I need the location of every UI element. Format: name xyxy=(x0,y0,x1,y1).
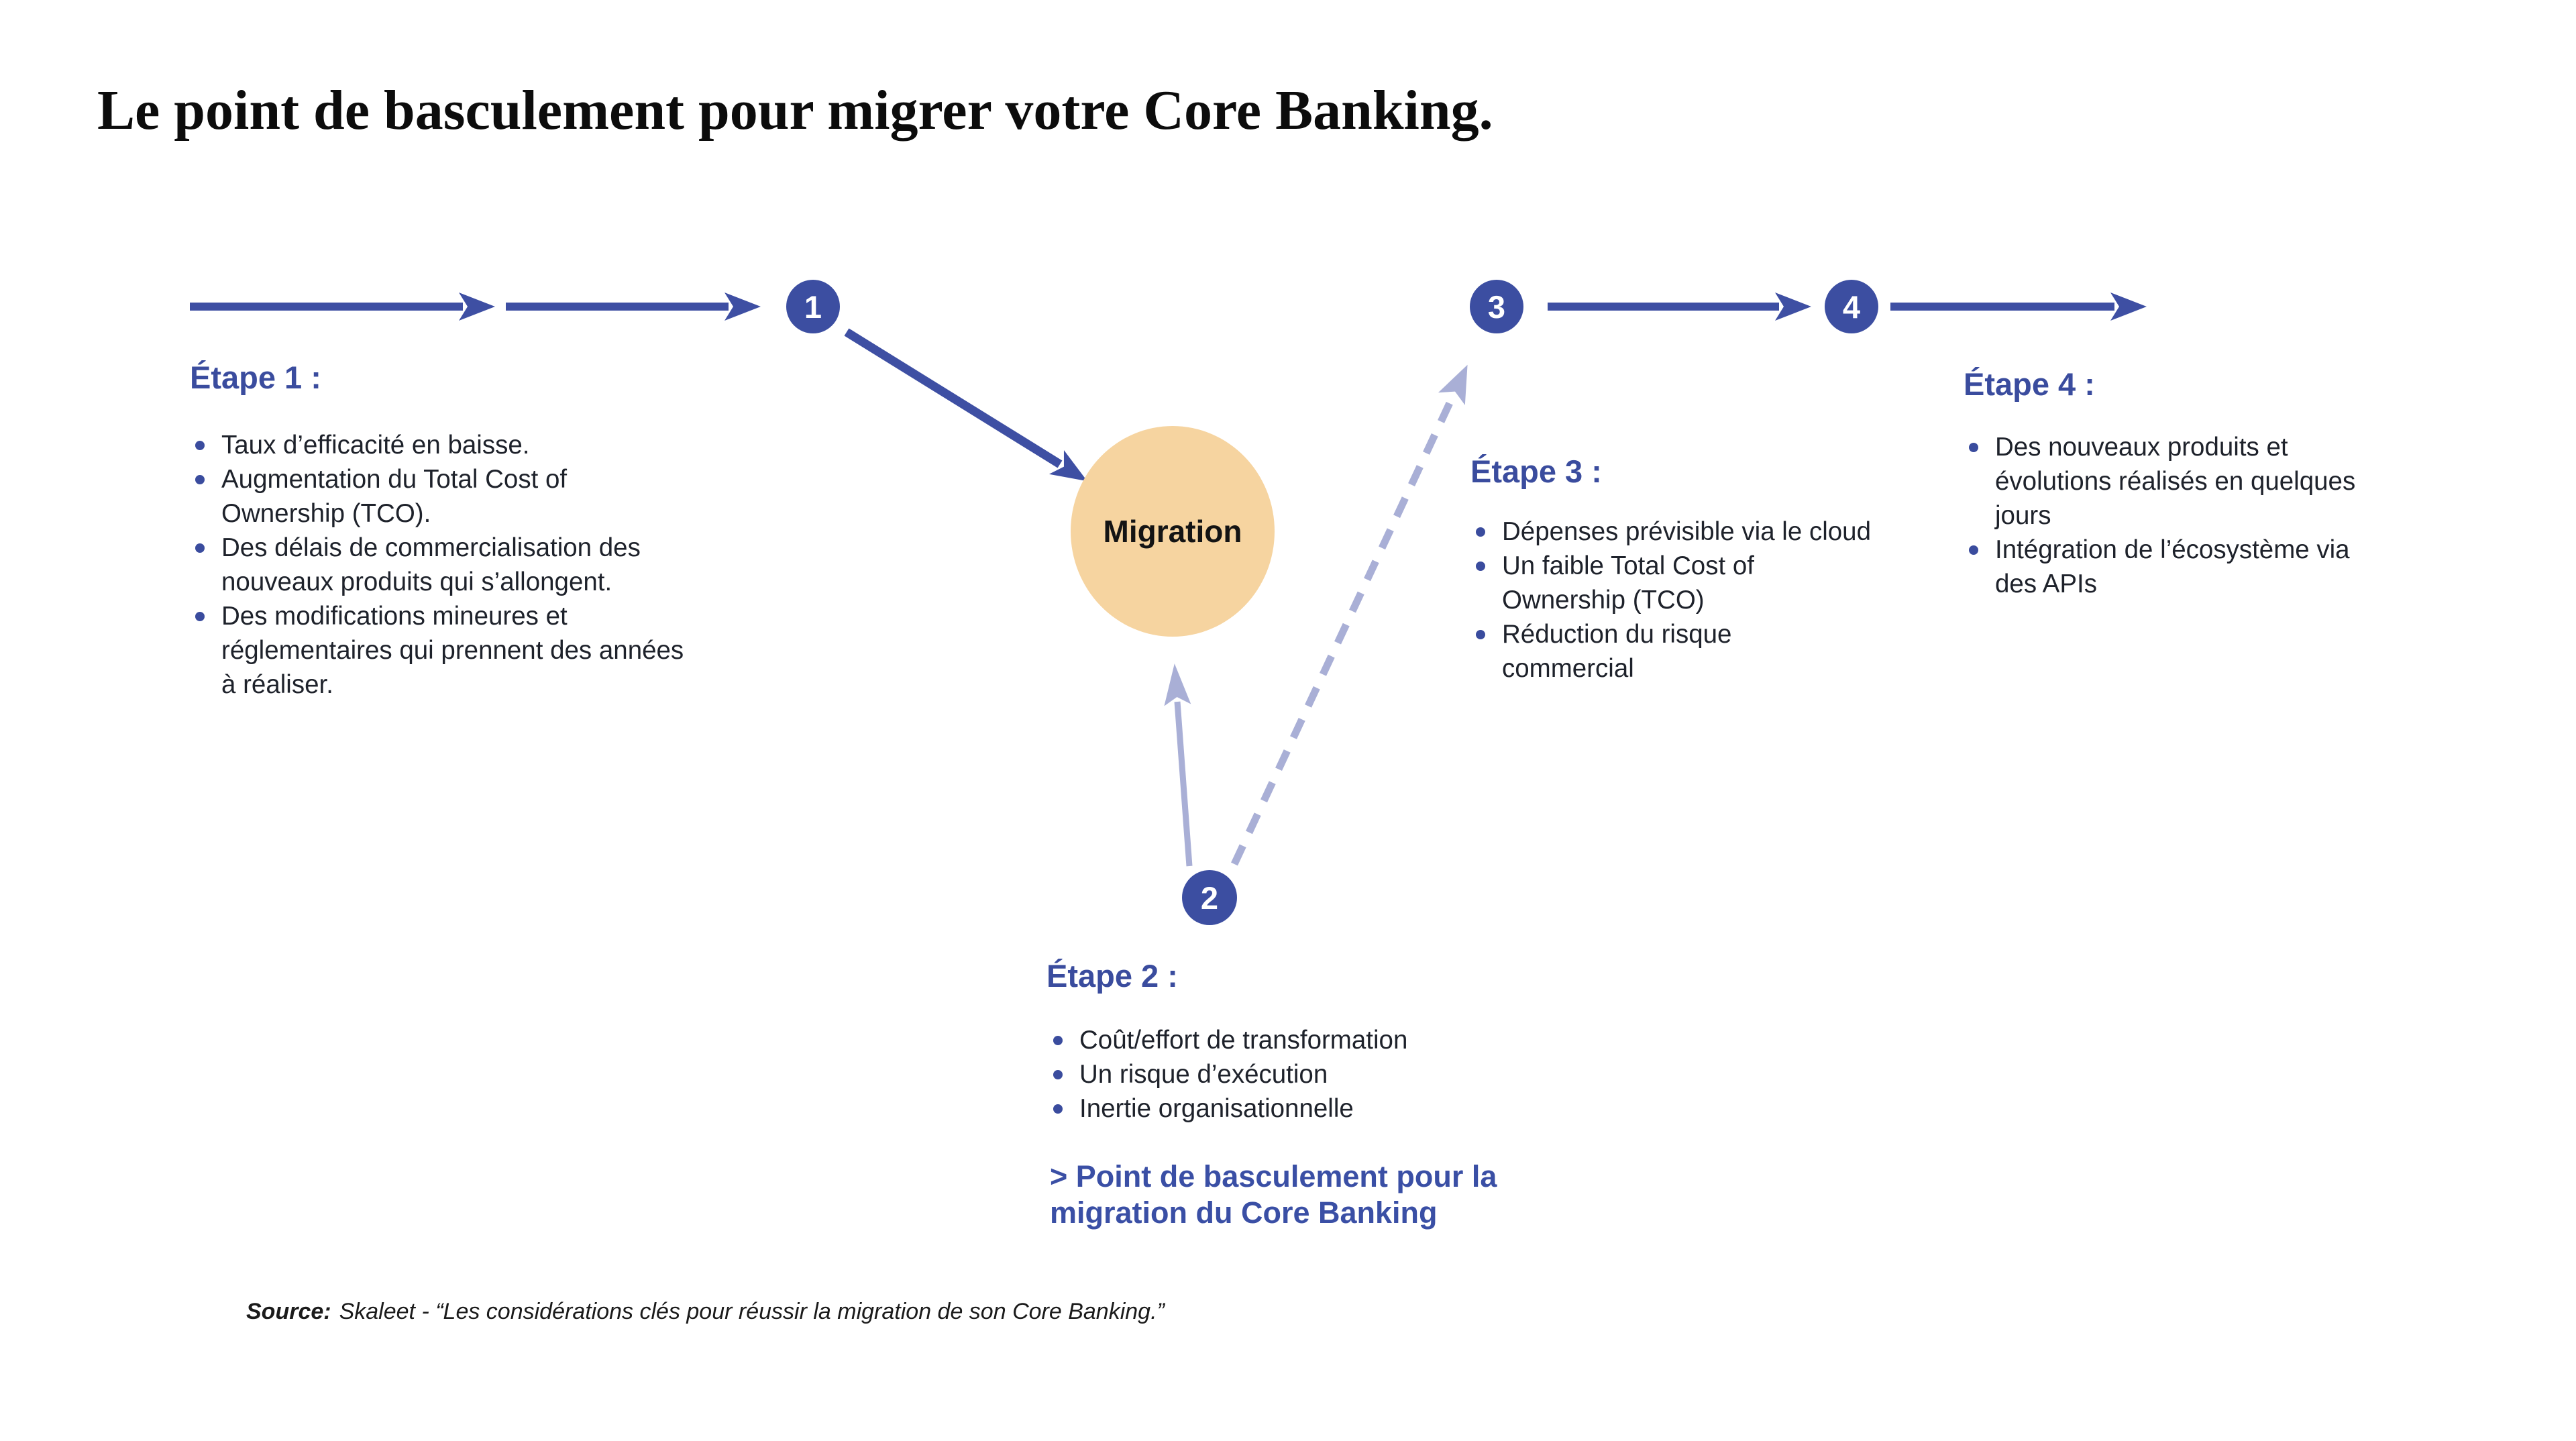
page-title: Le point de basculement pour migrer votr… xyxy=(97,79,1493,142)
list-item: Un faible Total Cost of Ownership (TCO) xyxy=(1470,549,1871,617)
step-2-bullet-list: Coût/effort de transformation Un risque … xyxy=(1048,1023,1407,1126)
step-1-marker: 1 xyxy=(786,280,840,333)
list-item: Des délais de commercialisation des nouv… xyxy=(190,531,684,599)
list-item: Des nouveaux produits et évolutions réal… xyxy=(1964,430,2355,533)
step-1-heading: Étape 1 : xyxy=(190,360,321,395)
step-4-number: 4 xyxy=(1842,288,1861,325)
step-2-number: 2 xyxy=(1200,879,1219,916)
arrow-icon-step1-to-migration xyxy=(844,328,1087,482)
step-1-number: 1 xyxy=(804,288,822,325)
list-item: Réduction du risque commercial xyxy=(1470,617,1871,686)
step-3-heading: Étape 3 : xyxy=(1470,453,1602,489)
source-label: Source: xyxy=(246,1299,331,1324)
arrow-icon-step2-to-step3-dashed xyxy=(1231,364,1468,866)
list-item: Dépenses prévisible via le cloud xyxy=(1470,515,1871,549)
migration-bubble: Migration xyxy=(1071,426,1275,637)
list-item: Taux d’efficacité en baisse. xyxy=(190,428,684,462)
list-item: Augmentation du Total Cost of Ownership … xyxy=(190,462,684,531)
arrow-icon-step2-to-migration xyxy=(1164,663,1193,867)
list-item: Des modifications mineures et réglementa… xyxy=(190,599,684,702)
step-1-bullet-list: Taux d’efficacité en baisse. Augmentatio… xyxy=(190,428,684,702)
step-3-bullet-list: Dépenses prévisible via le cloud Un faib… xyxy=(1470,515,1871,686)
migration-label: Migration xyxy=(1103,514,1242,549)
step-2-heading: Étape 2 : xyxy=(1046,958,1178,994)
source-text: Skaleet - “Les considérations clés pour … xyxy=(339,1299,1165,1324)
list-item: Inertie organisationnelle xyxy=(1048,1091,1407,1126)
list-item: Intégration de l’écosystème via des APIs xyxy=(1964,533,2355,601)
list-item: Un risque d’exécution xyxy=(1048,1057,1407,1091)
step-3-number: 3 xyxy=(1487,288,1506,325)
step-4-marker: 4 xyxy=(1825,280,1878,333)
step-2-marker: 2 xyxy=(1182,870,1237,925)
step-3-marker: 3 xyxy=(1470,280,1523,333)
source-line: Source: Skaleet - “Les considérations clé… xyxy=(246,1299,1165,1325)
list-item: Coût/effort de transformation xyxy=(1048,1023,1407,1057)
step-4-bullet-list: Des nouveaux produits et évolutions réal… xyxy=(1964,430,2355,601)
step-4-heading: Étape 4 : xyxy=(1964,366,2095,402)
tipping-point-callout: > Point de basculement pour la migration… xyxy=(1050,1159,1497,1230)
